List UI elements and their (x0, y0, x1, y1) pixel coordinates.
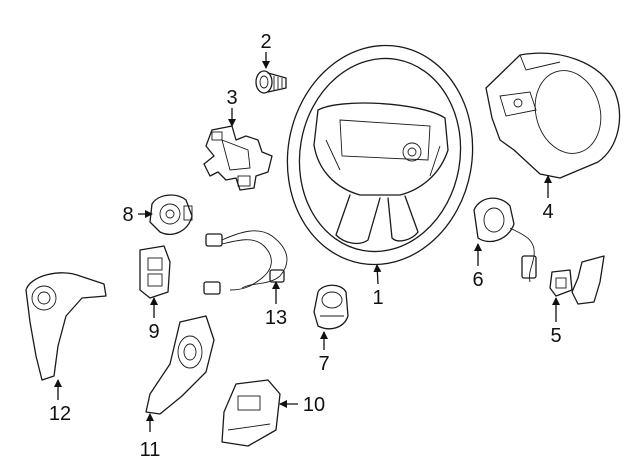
callout-7: 7 (318, 353, 329, 375)
switch-assembly-part (313, 284, 349, 330)
right-harness-part (473, 197, 537, 283)
callout-4: 4 (542, 201, 553, 223)
callout-labels: 1 2 3 4 5 6 7 8 9 10 11 12 13 (49, 31, 562, 461)
clock-spring-part (149, 194, 193, 235)
leader-1 (373, 264, 382, 285)
steering-wheel-part (286, 44, 474, 266)
callout-8: 8 (122, 204, 133, 226)
callout-10: 10 (303, 394, 325, 416)
left-cover-part (25, 272, 107, 381)
left-switch-part (139, 245, 171, 299)
callout-12: 12 (49, 403, 71, 425)
clock-spring-bracket-part (203, 125, 273, 191)
callout-11: 11 (140, 439, 161, 461)
callout-5: 5 (550, 325, 561, 347)
callout-9: 9 (148, 321, 159, 343)
lower-cover-part (485, 52, 621, 179)
trim-piece-part (221, 379, 281, 447)
callout-3: 3 (226, 87, 237, 109)
callout-1: 1 (372, 287, 383, 309)
lower-trim-part (145, 315, 215, 415)
bolt-part (255, 70, 287, 94)
callout-2: 2 (260, 31, 271, 53)
callout-leaders (54, 52, 560, 432)
center-harness-part (203, 230, 288, 295)
paddle-switch-part (549, 255, 605, 305)
callout-13: 13 (265, 307, 287, 329)
callout-6: 6 (472, 269, 483, 291)
